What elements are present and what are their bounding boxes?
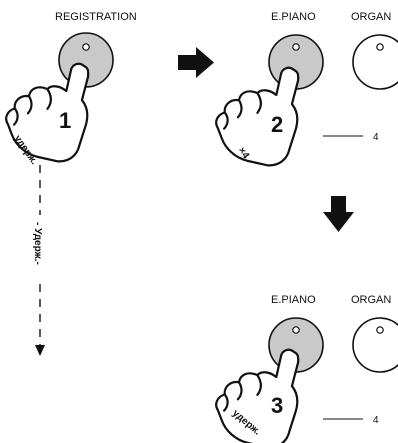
led-indicator-icon [292,326,300,334]
step1-finger-number: 1 [59,108,71,133]
organ-button-label: ORGAN [351,294,391,306]
step1-group: REGISTRATION 1 удерж. [0,11,137,173]
led-indicator-icon [292,43,300,51]
epiano-button-label: E.PIANO [271,11,316,23]
step3-group: E.PIANO ORGAN 3 удерж. 4 [205,294,398,443]
hold-indicator: - Удерж.- [32,165,45,356]
led-indicator-icon [376,43,384,51]
epiano-button-label: E.PIANO [271,294,316,306]
right-arrow-icon [178,47,214,78]
step2-finger-number: 2 [271,112,283,137]
down-arrow-icon [323,196,354,232]
step2-group: E.PIANO ORGAN 2 ×4 4 [205,11,398,177]
hold-line-text: - Удерж.- [32,222,43,265]
organ-button[interactable] [352,317,398,373]
down-arrowhead-icon [35,345,45,356]
led-indicator-icon [82,43,90,51]
organ-button[interactable] [352,34,398,90]
step2-callout-value: 4 [373,132,379,143]
step3-finger-number: 3 [271,393,283,418]
step3-callout-value: 4 [373,415,379,426]
registration-button-label: REGISTRATION [55,11,137,23]
organ-button-label: ORGAN [351,11,391,23]
led-indicator-icon [376,326,384,334]
